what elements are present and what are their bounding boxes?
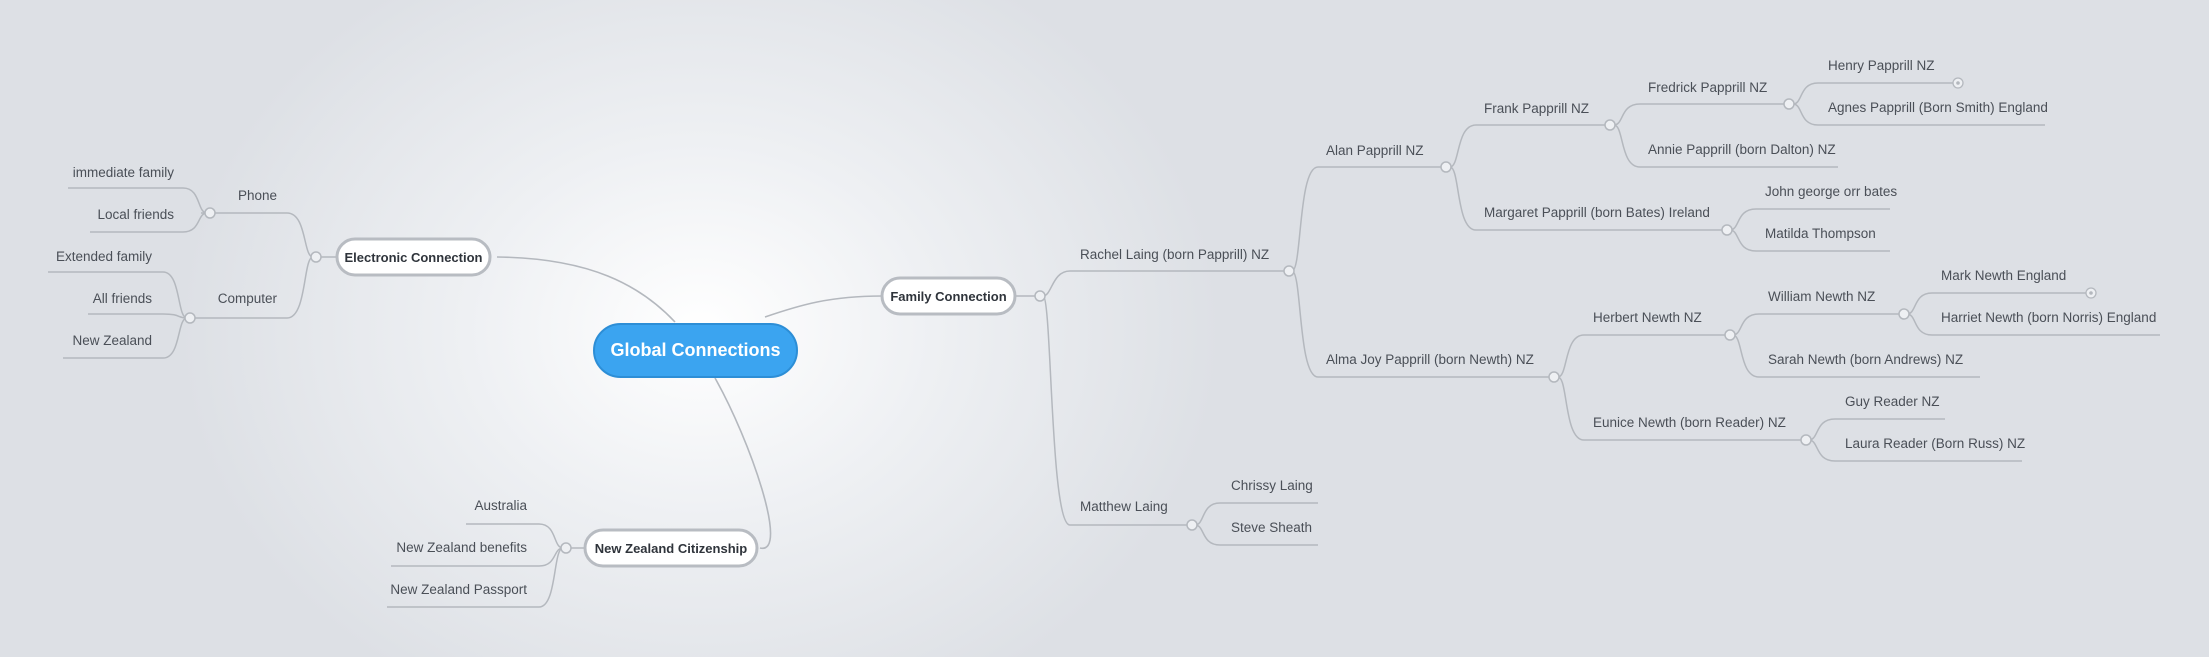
topic-nz-benefits[interactable]: New Zealand benefits	[396, 540, 527, 555]
family-subtopics: Rachel Laing (born Papprill) NZ Alan Pap…	[1080, 58, 2156, 535]
citizenship-subtopics: Australia New Zealand benefits New Zeala…	[390, 498, 527, 597]
topic-matthew[interactable]: Matthew Laing	[1080, 499, 1168, 514]
topic-australia[interactable]: Australia	[474, 498, 527, 513]
topic-steve[interactable]: Steve Sheath	[1231, 520, 1312, 535]
topic-margaret[interactable]: Margaret Papprill (born Bates) Ireland	[1484, 205, 1710, 220]
topic-phone[interactable]: Phone	[238, 188, 277, 203]
collapse-knot-matthew[interactable]	[1186, 519, 1198, 531]
expand-icon-henry[interactable]	[1952, 77, 1964, 89]
central-topic[interactable]: Global Connections	[593, 323, 798, 378]
topic-computer[interactable]: Computer	[218, 291, 278, 306]
topic-mark[interactable]: Mark Newth England	[1941, 268, 2066, 283]
topic-guy[interactable]: Guy Reader NZ	[1845, 394, 1940, 409]
collapse-knot-eunice[interactable]	[1800, 434, 1812, 446]
electronic-subtopics: Phone immediate family Local friends Com…	[56, 165, 278, 348]
root-connectors	[496, 256, 883, 549]
topic-alma[interactable]: Alma Joy Papprill (born Newth) NZ	[1326, 352, 1534, 367]
topic-rachel[interactable]: Rachel Laing (born Papprill) NZ	[1080, 247, 1269, 262]
expand-markers	[1952, 77, 2097, 299]
collapse-knot-computer[interactable]	[184, 312, 196, 324]
topic-fredrick[interactable]: Fredrick Papprill NZ	[1648, 80, 1767, 95]
electronic-connection-label: Electronic Connection	[345, 250, 483, 265]
topic-agnes[interactable]: Agnes Papprill (Born Smith) England	[1828, 100, 2048, 115]
topic-immediate-family[interactable]: immediate family	[73, 165, 175, 180]
collapse-knot-fredrick[interactable]	[1783, 98, 1795, 110]
topic-william[interactable]: William Newth NZ	[1768, 289, 1875, 304]
expand-icon-mark[interactable]	[2085, 287, 2097, 299]
connector-family	[764, 295, 883, 318]
topic-new-zealand[interactable]: New Zealand	[72, 333, 152, 348]
topic-extended-family[interactable]: Extended family	[56, 249, 152, 264]
topic-all-friends[interactable]: All friends	[93, 291, 153, 306]
collapse-knot-margaret[interactable]	[1721, 224, 1733, 236]
collapse-knot-herbert[interactable]	[1724, 329, 1736, 341]
topic-laura[interactable]: Laura Reader (Born Russ) NZ	[1845, 436, 2025, 451]
nz-citizenship-label: New Zealand Citizenship	[595, 541, 747, 556]
topic-henry[interactable]: Henry Papprill NZ	[1828, 58, 1935, 73]
collapse-knot-frank[interactable]	[1604, 119, 1616, 131]
knots	[184, 98, 1910, 554]
topic-sarah[interactable]: Sarah Newth (born Andrews) NZ	[1768, 352, 1963, 367]
collapse-knot-alma[interactable]	[1548, 371, 1560, 383]
topic-local-friends[interactable]: Local friends	[97, 207, 174, 222]
topic-annie[interactable]: Annie Papprill (born Dalton) NZ	[1648, 142, 1836, 157]
topic-nz-passport[interactable]: New Zealand Passport	[390, 582, 527, 597]
main-topic-citizenship[interactable]: New Zealand Citizenship	[583, 528, 759, 568]
topic-frank[interactable]: Frank Papprill NZ	[1484, 101, 1589, 116]
topic-alan[interactable]: Alan Papprill NZ	[1326, 143, 1424, 158]
connector-electronic	[496, 256, 676, 323]
main-topic-electronic[interactable]: Electronic Connection	[335, 237, 492, 277]
topic-harriet[interactable]: Harriet Newth (born Norris) England	[1941, 310, 2156, 325]
collapse-knot-phone[interactable]	[204, 207, 216, 219]
collapse-knot-alan[interactable]	[1440, 161, 1452, 173]
collapse-knot-rachel[interactable]	[1283, 265, 1295, 277]
main-topic-family[interactable]: Family Connection	[880, 276, 1017, 316]
collapse-knot-electronic[interactable]	[310, 251, 322, 263]
central-topic-label: Global Connections	[610, 340, 780, 360]
topic-john[interactable]: John george orr bates	[1765, 184, 1897, 199]
topic-herbert[interactable]: Herbert Newth NZ	[1593, 310, 1702, 325]
connector-citizenship	[714, 377, 772, 549]
collapse-knot-citizenship[interactable]	[560, 542, 572, 554]
topic-chrissy[interactable]: Chrissy Laing	[1231, 478, 1313, 493]
family-connection-label: Family Connection	[890, 289, 1006, 304]
topic-eunice[interactable]: Eunice Newth (born Reader) NZ	[1593, 415, 1786, 430]
collapse-knot-william[interactable]	[1898, 308, 1910, 320]
topic-matilda[interactable]: Matilda Thompson	[1765, 226, 1876, 241]
collapse-knot-family[interactable]	[1034, 290, 1046, 302]
